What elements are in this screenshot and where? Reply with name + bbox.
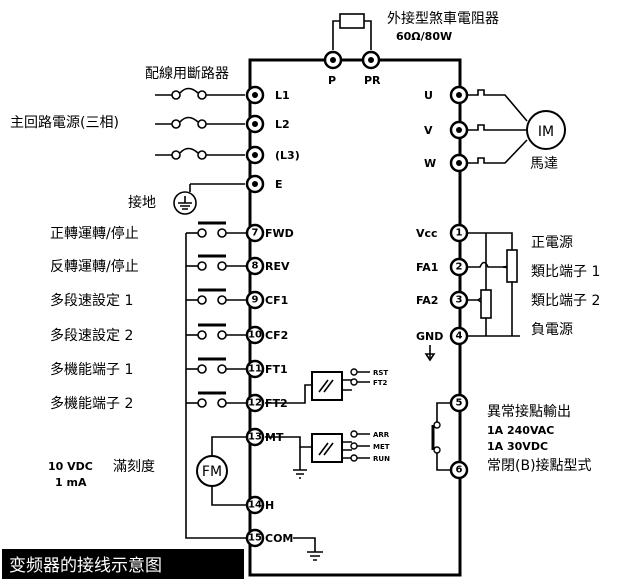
terminal-e: E [275, 178, 283, 191]
control-input-rev: 8 REV 反轉運轉/停止 [50, 254, 290, 276]
frequency-meter: 13 MT 14 H FM 10 VDC 滿刻度 1 mA [48, 427, 284, 515]
terminal-w: W [424, 157, 436, 170]
output-arr: ARR [373, 431, 390, 439]
terminal-l1: L1 [275, 89, 290, 102]
terminal-l2: L2 [275, 118, 290, 131]
meter-spec-voltage: 10 VDC [48, 460, 93, 473]
braking-resistor-title: 外接型煞車電阻器 [387, 10, 499, 27]
power-line-l1: L1 [155, 85, 290, 105]
terminal-fwd: FWD [265, 227, 294, 240]
common-terminal: 15 COM [245, 528, 323, 561]
terminal-num-4: 4 [456, 331, 463, 342]
terminal-num-5: 5 [456, 398, 463, 409]
terminal-cf1: CF1 [265, 294, 288, 307]
terminal-num-3: 3 [456, 295, 463, 306]
terminal-p: P [328, 74, 336, 87]
terminal-num-9: 9 [252, 295, 259, 306]
control-label-fwd: 正轉運轉/停止 [50, 225, 139, 242]
analog-label-fa2: 類比端子 2 [531, 293, 600, 309]
ground-label: 接地 [128, 194, 156, 211]
control-input-cf1: 9 CF1 多段速設定 1 [50, 288, 288, 310]
control-label-ft1: 多機能端子 1 [50, 361, 133, 378]
terminal-num-8: 8 [252, 261, 259, 272]
meter-spec-label: 滿刻度 [113, 459, 155, 475]
terminal-cf2: CF2 [265, 329, 288, 342]
terminal-num-7: 7 [252, 228, 259, 239]
opto-input-ft2: FT2 [373, 379, 388, 387]
output-run: RUN [373, 455, 390, 463]
terminal-num-12: 12 [248, 398, 262, 409]
power-line-l3: (L3) [155, 145, 300, 165]
output-met: MET [373, 443, 390, 451]
analog-terminal-fa1: 2 FA1 [416, 257, 469, 277]
analog-terminal-fa2: 3 FA2 [416, 290, 469, 310]
control-input-fwd: 7 FWD 正轉運轉/停止 [50, 221, 294, 243]
terminal-gnd: GND [416, 330, 443, 343]
analog-terminal-vcc: 1 Vcc [416, 223, 469, 243]
analog-label-fa1: 類比端子 1 [531, 264, 600, 280]
control-label-ft2: 多機能端子 2 [50, 395, 133, 412]
opto-input-rst: RST [373, 369, 388, 377]
analog-label-gnd: 負電源 [531, 322, 573, 338]
terminal-num-13: 13 [248, 432, 262, 443]
motor-symbol: IM [538, 124, 554, 140]
caption-background [2, 549, 244, 579]
terminal-rev: REV [265, 260, 290, 273]
control-label-cf2: 多段速設定 2 [50, 327, 133, 344]
terminal-vcc: Vcc [416, 227, 438, 240]
analog-network [424, 232, 520, 362]
optocoupler-input: RST FT2 [265, 368, 388, 404]
analog-terminal-gnd: 4 GND [416, 326, 469, 346]
terminal-u: U [424, 89, 433, 102]
meter-icon [196, 455, 228, 487]
breaker-label: 配線用斷路器 [145, 66, 229, 82]
motor-label: 馬達 [530, 156, 558, 172]
terminal-mt: MT [265, 431, 284, 444]
fault-relay-type: 常閉(B)接點型式 [487, 457, 592, 474]
terminal-com: COM [265, 532, 293, 545]
fault-relay-title: 異常接點輸出 [487, 403, 571, 420]
motor-icon [526, 110, 566, 150]
analog-label-vcc: 正電源 [531, 235, 573, 251]
control-label-rev: 反轉運轉/停止 [50, 258, 139, 275]
terminal-num-10: 10 [248, 330, 262, 341]
main-circuit-label: 主回路電源(三相) [10, 115, 119, 131]
control-label-cf1: 多段速設定 1 [50, 292, 133, 309]
meter-spec-current: 1 mA [55, 476, 87, 489]
ground-line: E 接地 [128, 174, 283, 215]
fault-relay-rating-dc: 1A 30VDC [487, 440, 548, 453]
terminal-ft1: FT1 [265, 363, 288, 376]
control-common-bus [185, 233, 247, 539]
analog-terminals: 1 Vcc 2 FA1 3 FA2 4 GND [416, 223, 469, 346]
motor-output: U V W IM 馬達 [424, 85, 566, 173]
terminal-num-14: 14 [248, 500, 262, 511]
inverter-body [248, 58, 462, 577]
potentiometer-1 [506, 249, 518, 283]
terminal-pr: PR [364, 74, 381, 87]
braking-resistor-spec: 60Ω/80W [396, 30, 452, 43]
terminal-fa2: FA2 [416, 294, 438, 307]
terminal-h: H [265, 499, 274, 512]
terminal-num-6: 6 [456, 465, 463, 476]
terminal-l3: (L3) [275, 149, 300, 162]
potentiometer-2 [480, 289, 492, 319]
terminal-num-11: 11 [248, 364, 262, 375]
terminal-num-1: 1 [456, 228, 463, 239]
fault-relay: 5 6 異常接點輸出 1A 240VAC 1A 30VDC 常閉(B)接點型式 [431, 393, 592, 480]
braking-resistor: 外接型煞車電阻器 60Ω/80W P PR [323, 10, 499, 87]
meter-symbol: FM [202, 464, 222, 480]
terminal-fa1: FA1 [416, 261, 438, 274]
terminal-v: V [424, 124, 433, 137]
power-line-l2: L2 [155, 114, 290, 134]
optocoupler-output: ARR MET RUN [265, 430, 390, 479]
terminal-num-2: 2 [456, 262, 463, 273]
diagram-caption: 变频器的接线示意图 [9, 556, 162, 576]
terminal-num-15: 15 [248, 533, 262, 544]
fault-relay-rating-ac: 1A 240VAC [487, 424, 554, 437]
